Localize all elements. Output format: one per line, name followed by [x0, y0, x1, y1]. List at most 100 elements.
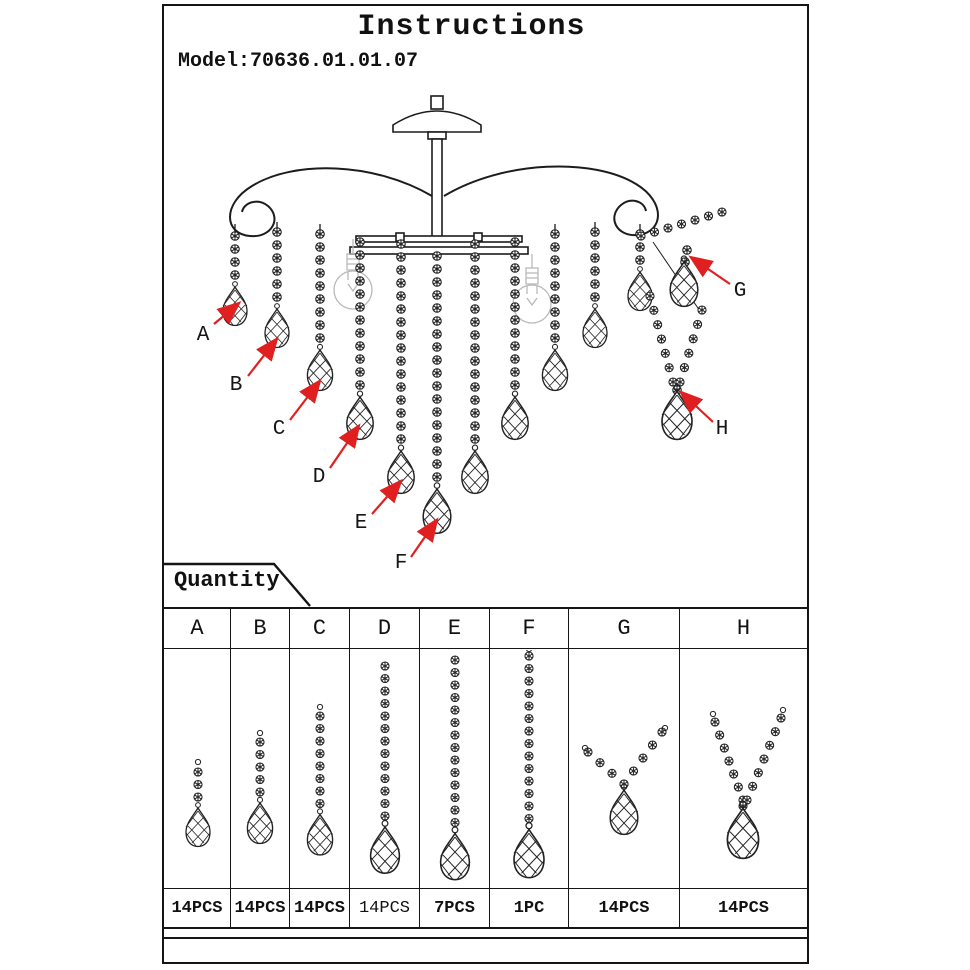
hook-ring: [256, 729, 263, 737]
crystal-drop: [541, 343, 569, 392]
bead: [523, 676, 534, 686]
bead: [510, 263, 520, 273]
bead: [733, 782, 743, 792]
bead: [230, 231, 240, 241]
bead: [396, 291, 406, 301]
bead: [379, 811, 390, 821]
bead: [396, 382, 406, 392]
bead: [315, 294, 325, 304]
bead: [449, 805, 460, 815]
bead: [230, 270, 240, 280]
strand-cell-f: [490, 649, 569, 889]
crystal-drop: [608, 783, 639, 836]
bead: [656, 727, 667, 737]
bead: [315, 242, 325, 252]
bead: [470, 408, 480, 418]
bead: [470, 265, 480, 275]
bead: [379, 698, 390, 709]
bead: [355, 263, 365, 273]
bead: [510, 315, 520, 325]
crystal-drop: [461, 444, 489, 495]
hook-ring: [779, 706, 787, 714]
bead: [355, 380, 365, 390]
table-header-g: G: [569, 609, 680, 649]
crystal-drop: [387, 444, 415, 495]
bead: [470, 421, 480, 431]
callout-arrows: [213, 255, 731, 558]
strand-c-drawing: [306, 703, 333, 856]
bead: [355, 250, 365, 260]
bead: [192, 792, 203, 802]
part-label-g: G: [734, 280, 747, 303]
bead: [710, 717, 720, 727]
bead: [355, 354, 365, 364]
scroll-arms: [229, 165, 659, 238]
crystal-drop: [661, 383, 693, 441]
arrow-c: [289, 378, 322, 421]
crystal-drop: [264, 302, 290, 349]
bead: [449, 705, 460, 715]
bead: [396, 408, 406, 418]
bead: [664, 363, 674, 373]
bead: [396, 252, 406, 262]
crystal-drop: [422, 482, 452, 535]
strand-cell-d: [350, 649, 420, 889]
bead: [550, 242, 560, 252]
bead: [590, 292, 600, 302]
bead: [510, 354, 520, 364]
bead: [649, 227, 660, 237]
bead: [254, 749, 265, 760]
bead: [379, 723, 390, 734]
bead: [550, 255, 560, 265]
bead: [523, 663, 534, 674]
bead: [523, 726, 534, 736]
bead: [355, 237, 365, 247]
bead: [470, 382, 480, 392]
bead: [432, 251, 442, 261]
bead: [470, 330, 480, 340]
bead: [748, 781, 758, 791]
part-label-f: F: [395, 552, 408, 571]
bead: [314, 748, 325, 759]
bead: [510, 380, 520, 390]
crystal-drop: [369, 819, 400, 874]
bead: [594, 758, 605, 768]
crystal-drop: [501, 390, 529, 441]
bead: [254, 787, 265, 797]
bead: [590, 279, 600, 289]
bead: [449, 717, 460, 728]
bead: [729, 769, 739, 779]
strand-a-drawing: [184, 758, 211, 848]
bead: [432, 446, 442, 456]
bead: [449, 730, 460, 740]
bead: [523, 776, 534, 786]
bead: [272, 279, 282, 289]
bead: [355, 367, 365, 377]
qty-c: 14PCS: [290, 889, 350, 929]
bead: [432, 329, 442, 339]
bead: [432, 433, 442, 443]
bead: [470, 356, 480, 366]
bead: [396, 343, 406, 353]
bead: [432, 459, 442, 469]
strand-cell-c: [290, 649, 350, 889]
bead: [550, 268, 560, 278]
bead: [590, 227, 600, 237]
bead: [272, 227, 282, 237]
bead: [523, 688, 534, 699]
crystal-drop: [246, 796, 273, 845]
strand-e-drawing: [439, 655, 470, 881]
bead: [510, 341, 520, 351]
bead: [396, 395, 406, 405]
crystal-strands: [222, 207, 727, 535]
hook-ring: [581, 744, 588, 752]
strand-f-drawing: [512, 650, 545, 879]
bead: [254, 762, 265, 772]
bead: [432, 355, 442, 365]
bead: [379, 711, 390, 721]
bead: [315, 307, 325, 317]
bead: [432, 342, 442, 352]
quantity-label: Quantity: [174, 568, 280, 593]
bead: [637, 753, 648, 763]
